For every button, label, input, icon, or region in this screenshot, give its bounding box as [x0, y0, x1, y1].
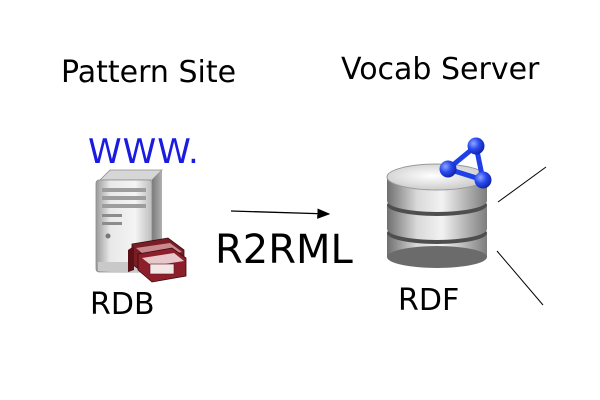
pattern-site-title: Pattern Site: [61, 55, 237, 90]
connector-line-lower: [496, 250, 544, 306]
database-cylinder-icon: [386, 163, 488, 268]
r2rml-label: R2RML: [215, 227, 353, 273]
rdf-label: RDF: [398, 283, 460, 318]
database-records-icon: [128, 237, 187, 283]
vocab-server-title: Vocab Server: [341, 52, 540, 87]
mapping-arrow: [230, 208, 331, 219]
connector-line-upper: [497, 166, 547, 203]
rdb-label: RDB: [90, 287, 155, 322]
graph-icon: [439, 137, 492, 189]
www-label: WWW.: [88, 132, 200, 172]
